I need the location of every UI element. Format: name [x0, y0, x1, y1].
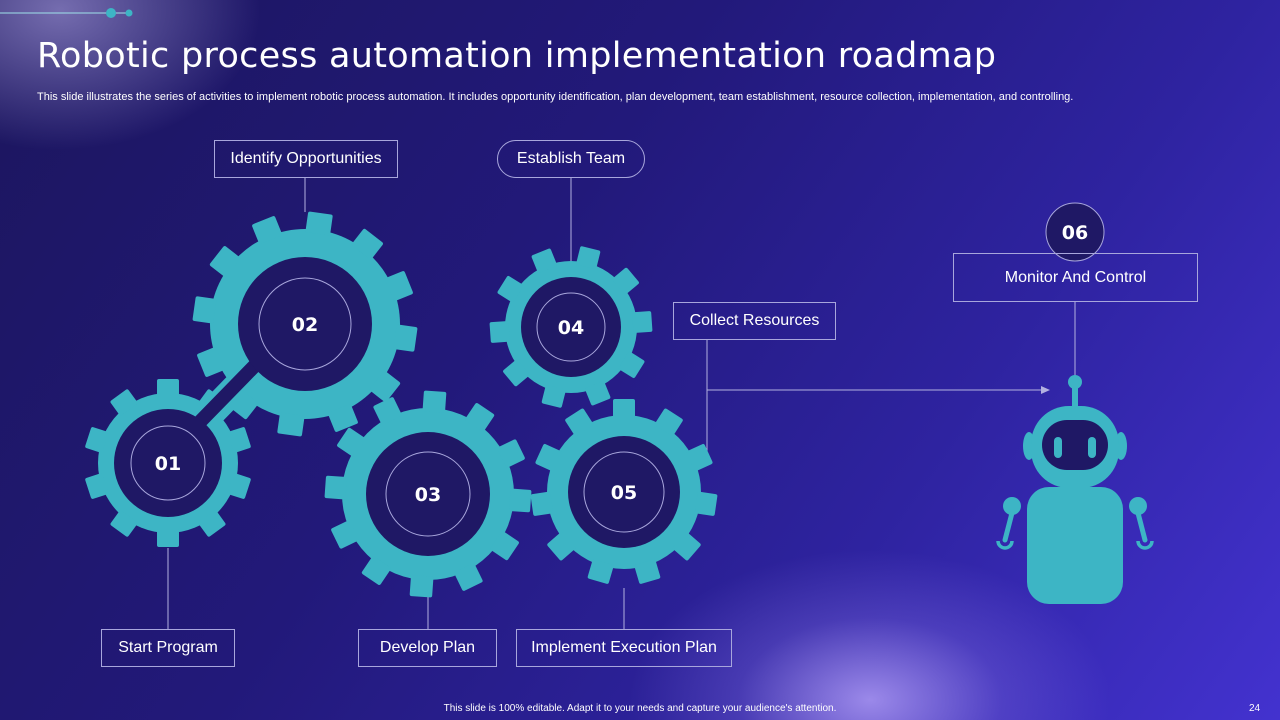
slide-subtitle: This slide illustrates the series of act…: [37, 91, 1074, 103]
step-label-establish-team: Establish Team: [497, 140, 645, 178]
gear-hub-02: [238, 257, 372, 391]
gear-inner-ring-04: [536, 292, 606, 362]
step-label-identify-opportunities: Identify Opportunities: [214, 140, 398, 178]
step-number-06: 06: [1062, 222, 1088, 244]
step-number-05: 05: [611, 482, 637, 504]
step-number-03: 03: [415, 484, 441, 506]
step-label-monitor-and-control: Monitor And Control: [953, 253, 1198, 302]
slide-title: Robotic process automation implementatio…: [37, 36, 997, 76]
page-number: 24: [1249, 703, 1261, 714]
step-number-04: 04: [558, 317, 584, 339]
collect-resources-label: Collect Resources: [673, 302, 836, 340]
step-number-01: 01: [155, 453, 181, 475]
gear-hub-03: [366, 432, 490, 556]
step-06-circle: [1045, 202, 1105, 262]
arrow-head: [1041, 386, 1050, 394]
robot-icon: [996, 375, 1154, 604]
gear-hub-01: [114, 409, 222, 517]
slide-footer: This slide is 100% editable. Adapt it to…: [443, 703, 837, 714]
gear-inner-ring-01: [130, 425, 206, 501]
step-label-start-program: Start Program: [101, 629, 235, 667]
gear-inner-ring-05: [583, 451, 665, 533]
step-label-implement-execution-plan: Implement Execution Plan: [516, 629, 732, 667]
gear-inner-ring-03: [385, 451, 471, 537]
gear-hub-04: [521, 277, 621, 377]
step-number-02: 02: [292, 314, 318, 336]
step-label-develop-plan: Develop Plan: [358, 629, 497, 667]
gear-inner-ring-02: [258, 277, 352, 371]
